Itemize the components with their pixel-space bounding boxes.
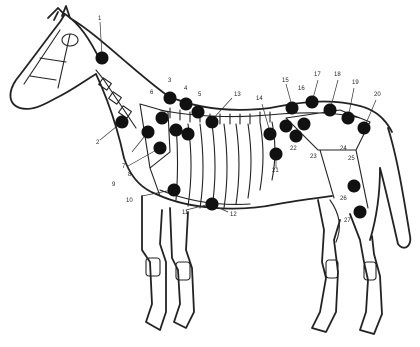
marked-point [298,118,311,131]
marked-point [164,92,177,105]
point-label: 9 [112,182,116,188]
point-label: 6 [150,90,154,96]
point-label: 25 [348,156,355,162]
point-label: 4 [184,86,188,92]
point-label: 19 [352,80,359,86]
marked-point [348,180,361,193]
point-label: 7 [122,164,126,170]
point-label: 27 [344,218,351,224]
point-labels: 1 2 3 4 5 6 7 8 9 10 11 12 13 14 15 16 1… [96,16,381,224]
marked-point [116,116,129,129]
marked-point [264,128,277,141]
point-label: 18 [334,72,341,78]
marked-point [156,112,169,125]
marked-points [96,52,371,219]
point-label: 1 [98,16,102,22]
marked-point [192,106,205,119]
point-label: 13 [234,92,241,98]
marked-point [96,52,109,65]
point-label: 20 [374,92,381,98]
marked-point [206,198,219,211]
marked-point [206,116,219,129]
point-label: 26 [340,196,347,202]
marked-point [270,148,283,161]
point-label: 2 [96,140,100,146]
marked-point [286,102,299,115]
point-label: 14 [256,96,263,102]
marked-point [168,184,181,197]
point-label: 3 [168,78,172,84]
point-label: 24 [340,146,347,152]
marked-point [170,124,183,137]
point-label: 16 [298,86,305,92]
point-label: 10 [126,198,133,204]
point-label: 5 [198,92,202,98]
marked-point [358,122,371,135]
point-label: 17 [314,72,321,78]
marked-point [342,112,355,125]
point-label: 23 [310,154,317,160]
marked-point [142,126,155,139]
marked-point [154,142,167,155]
marked-point [324,104,337,117]
horse-body-outline [10,6,410,334]
marked-point [354,206,367,219]
marked-point [180,98,193,111]
point-label: 21 [272,168,279,174]
marked-point [182,128,195,141]
point-label: 12 [230,212,237,218]
point-label: 11 [182,210,189,216]
marked-point [280,120,293,133]
point-label: 15 [282,78,289,84]
point-label: 22 [290,146,297,152]
marked-point [306,96,319,109]
marked-point [290,130,303,143]
